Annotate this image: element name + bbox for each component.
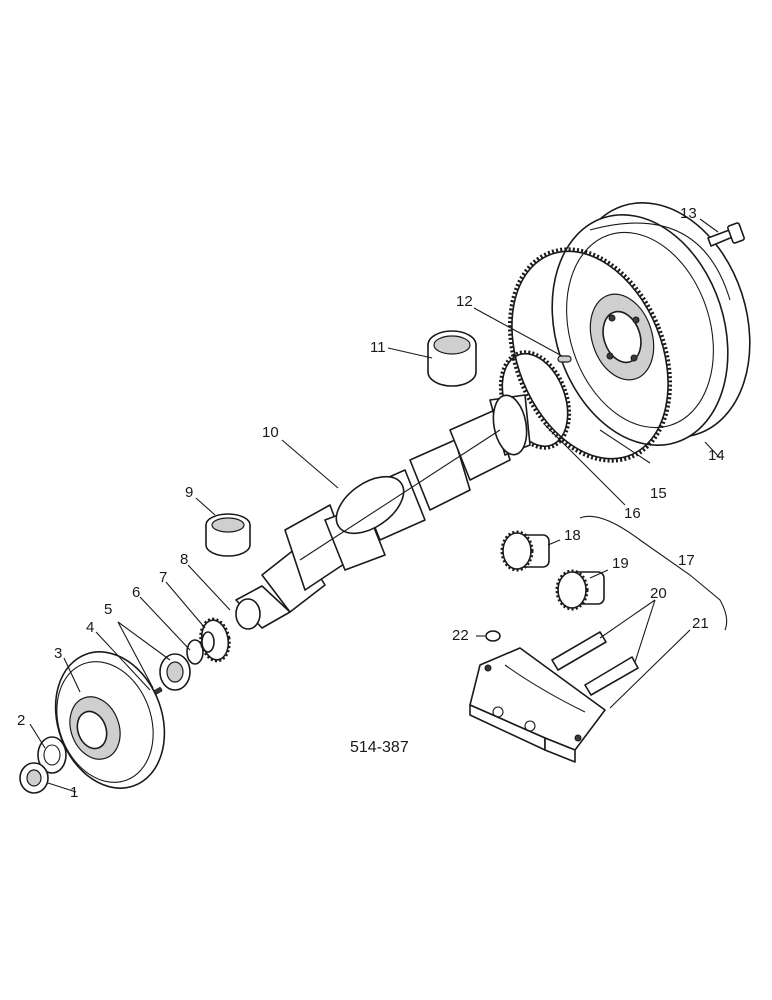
callout-16: 16 bbox=[624, 505, 641, 522]
shaft-lower[interactable] bbox=[584, 656, 639, 696]
callout-3: 3 bbox=[54, 645, 62, 662]
crankshaft-gear[interactable] bbox=[198, 617, 233, 663]
callout-14: 14 bbox=[708, 447, 725, 464]
washer[interactable] bbox=[37, 736, 67, 774]
callout-17: 17 bbox=[678, 552, 695, 569]
crankshaft[interactable] bbox=[235, 393, 531, 630]
callout-21: 21 bbox=[692, 615, 709, 632]
spacer[interactable] bbox=[159, 653, 191, 691]
callout-5: 5 bbox=[104, 601, 112, 618]
callout-19: 19 bbox=[612, 555, 629, 572]
pulley-nut[interactable] bbox=[19, 762, 49, 794]
callout-20: 20 bbox=[650, 585, 667, 602]
callout-10: 10 bbox=[262, 424, 279, 441]
ring-gear[interactable] bbox=[480, 225, 700, 484]
dowel-pin[interactable] bbox=[557, 355, 572, 363]
shaft-upper[interactable] bbox=[551, 631, 607, 671]
callout-18: 18 bbox=[564, 527, 581, 544]
callout-4: 4 bbox=[86, 619, 94, 636]
callout-8: 8 bbox=[180, 551, 188, 568]
callout-15: 15 bbox=[650, 485, 667, 502]
callout-12: 12 bbox=[456, 293, 473, 310]
callout-2: 2 bbox=[17, 712, 25, 729]
flywheel-bolt[interactable] bbox=[707, 222, 745, 247]
crankshaft-pulley[interactable] bbox=[37, 636, 183, 803]
main-bearing[interactable] bbox=[205, 513, 251, 557]
callout-7: 7 bbox=[159, 569, 167, 586]
callout-1: 1 bbox=[70, 784, 78, 801]
figure-id-label: 514-387 bbox=[350, 739, 409, 756]
callout-9: 9 bbox=[185, 484, 193, 501]
callout-13: 13 bbox=[680, 205, 697, 222]
small-o-ring[interactable] bbox=[485, 630, 501, 642]
leader-lines bbox=[29, 218, 721, 793]
flywheel[interactable] bbox=[524, 179, 772, 468]
oil-pump-body[interactable] bbox=[469, 647, 606, 763]
callout-6: 6 bbox=[132, 584, 140, 601]
o-ring[interactable] bbox=[186, 639, 204, 665]
callout-22: 22 bbox=[452, 627, 469, 644]
group-bracket-17 bbox=[579, 515, 728, 631]
idler-gear-19[interactable] bbox=[555, 569, 605, 611]
thrust-bearing[interactable] bbox=[427, 330, 477, 387]
callout-labels: 1 2 3 4 5 6 7 8 9 10 11 12 13 14 15 16 1… bbox=[17, 205, 725, 801]
idler-gear-18[interactable] bbox=[500, 530, 550, 572]
callout-11: 11 bbox=[370, 339, 386, 356]
